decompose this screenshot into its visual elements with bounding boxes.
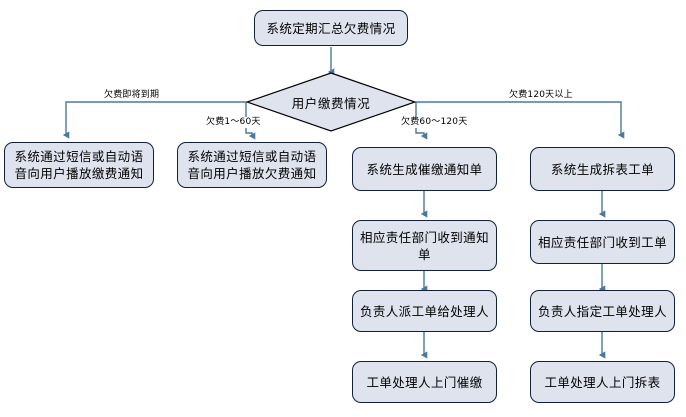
- node-branch4-step3-label: 负责人指定工单处理人: [537, 303, 667, 319]
- edge-label-branch1: 欠费即将到期: [103, 90, 161, 101]
- node-branch4-step3[interactable]: 负责人指定工单处理人: [530, 290, 675, 332]
- node-branch4-step4[interactable]: 工单处理人上门拆表: [530, 361, 675, 403]
- node-branch2-step1[interactable]: 系统通过短信或自动语音向用户播放欠费通知: [177, 142, 327, 188]
- node-branch2-step1-label: 系统通过短信或自动语音向用户播放欠费通知: [187, 149, 317, 181]
- node-branch3-step4[interactable]: 工单处理人上门催缴: [352, 361, 497, 403]
- edge-label-branch2: 欠费1～60天: [205, 117, 262, 128]
- node-branch4-step2-label: 相应责任部门收到工单: [537, 234, 667, 250]
- node-branch4-step4-label: 工单处理人上门拆表: [544, 374, 661, 390]
- node-branch4-step1[interactable]: 系统生成拆表工单: [530, 147, 675, 191]
- node-branch3-step1-label: 系统生成催缴通知单: [366, 161, 483, 177]
- node-branch3-step3[interactable]: 负责人派工单给处理人: [352, 290, 497, 332]
- node-start-label: 系统定期汇总欠费情况: [266, 20, 396, 36]
- node-start[interactable]: 系统定期汇总欠费情况: [254, 10, 408, 46]
- node-branch1-step1-label: 系统通过短信或自动语音向用户播放缴费通知: [14, 149, 144, 181]
- node-branch3-step3-label: 负责人派工单给处理人: [359, 303, 489, 319]
- node-branch1-step1[interactable]: 系统通过短信或自动语音向用户播放缴费通知: [4, 142, 154, 188]
- node-branch3-step1[interactable]: 系统生成催缴通知单: [352, 147, 497, 191]
- node-branch3-step2[interactable]: 相应责任部门收到通知单: [352, 220, 497, 271]
- node-branch3-step2-label: 相应责任部门收到通知单: [359, 229, 489, 262]
- diamond-shape: [246, 72, 416, 132]
- node-branch4-step1-label: 系统生成拆表工单: [550, 161, 655, 177]
- edge-label-branch4: 欠费120天以上: [508, 90, 574, 101]
- connector-decision-branch1: [62, 101, 246, 139]
- edge-label-branch3: 欠费60～120天: [400, 117, 469, 128]
- connector-decision-branch4: [416, 101, 625, 139]
- node-branch3-step4-label: 工单处理人上门催缴: [366, 374, 483, 390]
- node-decision[interactable]: 用户缴费情况: [246, 72, 416, 132]
- node-branch4-step2[interactable]: 相应责任部门收到工单: [530, 220, 675, 264]
